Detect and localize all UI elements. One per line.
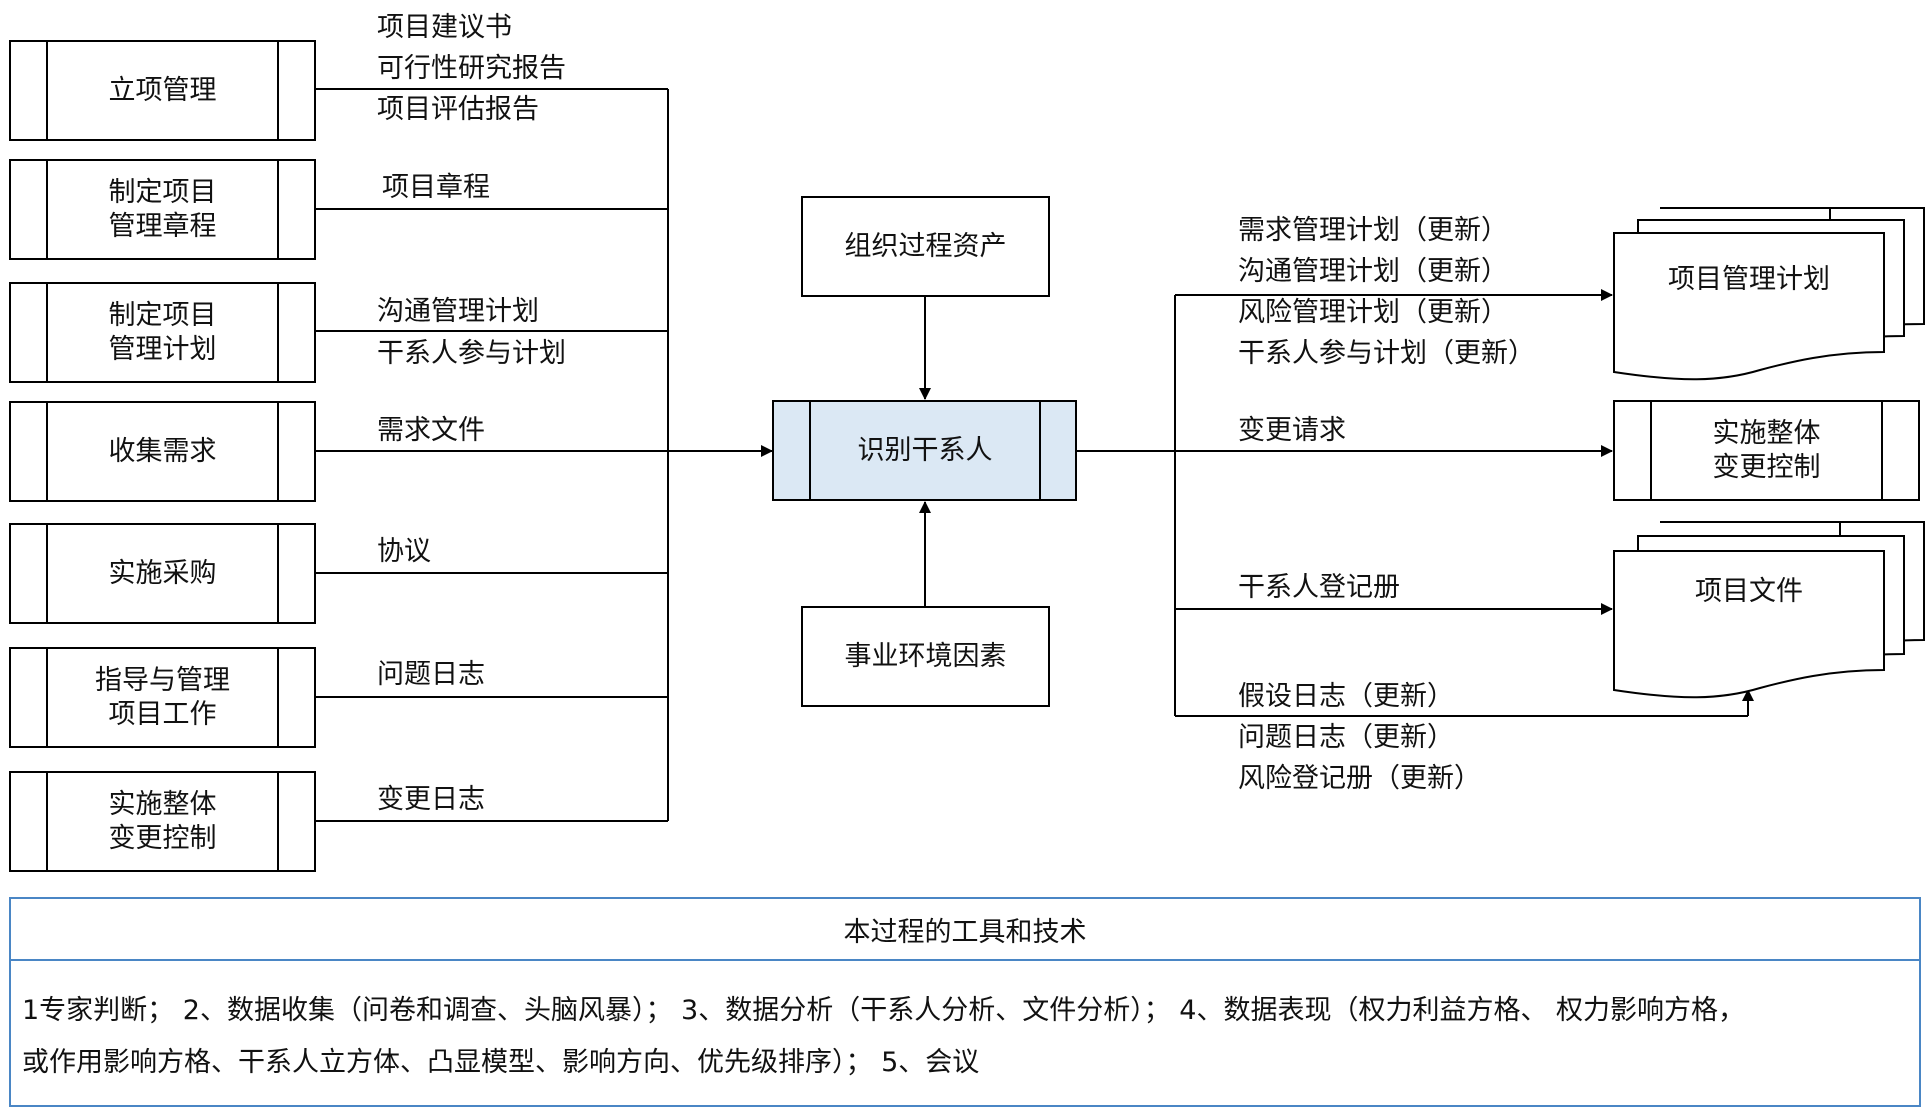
input-box-direct-manage: 指导与管理项目工作 bbox=[47, 648, 278, 747]
input-label: 问题日志 bbox=[377, 659, 485, 690]
box-label: 立项管理 bbox=[108, 74, 217, 106]
tools-line-2: 或作用影响方格、干系人立方体、凸显模型、影响方向、优先级排序）； 5、会议 bbox=[22, 1047, 980, 1078]
input-label: 协议 bbox=[377, 536, 431, 567]
env-factors-label: 事业环境因素 bbox=[844, 640, 1007, 672]
docs-document-stack bbox=[1613, 521, 1925, 699]
process-identify-stakeholders: 识别干系人 bbox=[810, 401, 1040, 500]
org-assets-frame bbox=[801, 196, 1050, 297]
process-label: 识别干系人 bbox=[857, 434, 993, 466]
output-project-docs: 项目文件 bbox=[1614, 562, 1884, 622]
input-box-change-control: 实施整体变更控制 bbox=[47, 772, 278, 871]
input-label: 项目评估报告 bbox=[377, 94, 539, 125]
pm-plan-label: 项目管理计划 bbox=[1668, 264, 1830, 295]
env-factors-frame bbox=[801, 606, 1050, 707]
input-label: 变更日志 bbox=[377, 784, 485, 815]
output-connectors bbox=[1076, 289, 1754, 717]
output-label: 干系人登记册 bbox=[1238, 572, 1400, 603]
box-label-line2: 项目工作 bbox=[108, 698, 217, 730]
box-label-line2: 管理计划 bbox=[108, 333, 217, 365]
box-label-line2: 变更控制 bbox=[108, 822, 217, 854]
tools-title: 本过程的工具和技术 bbox=[843, 916, 1087, 948]
output-label: 干系人参与计划（更新） bbox=[1238, 338, 1535, 369]
box-label-line2: 变更控制 bbox=[1712, 451, 1821, 483]
input-label: 需求文件 bbox=[377, 415, 485, 446]
change-control-frame bbox=[1613, 400, 1920, 501]
enterprise-env-factors: 事业环境因素 bbox=[802, 607, 1049, 706]
org-assets-label: 组织过程资产 bbox=[844, 230, 1007, 262]
output-label: 变更请求 bbox=[1238, 415, 1346, 446]
output-pm-plan: 项目管理计划 bbox=[1614, 250, 1884, 310]
input-connectors bbox=[315, 88, 773, 822]
tools-body: 1专家判断； 2、数据收集（问卷和调查、头脑风暴）； 3、数据分析（干系人分析、… bbox=[22, 985, 1912, 1089]
docs-label: 项目文件 bbox=[1695, 576, 1803, 607]
output-label: 风险登记册（更新） bbox=[1238, 763, 1481, 794]
box-label: 实施采购 bbox=[108, 557, 217, 589]
input-label: 沟通管理计划 bbox=[377, 296, 539, 327]
input-label: 可行性研究报告 bbox=[377, 53, 566, 84]
box-label-line2: 管理章程 bbox=[108, 210, 217, 242]
input-label: 项目章程 bbox=[382, 172, 490, 203]
box-label-line1: 制定项目 bbox=[108, 299, 217, 331]
box-label-line1: 制定项目 bbox=[108, 176, 217, 208]
process-frame bbox=[772, 400, 1077, 501]
box-label-line1: 实施整体 bbox=[1712, 417, 1821, 449]
input-box-charter: 制定项目管理章程 bbox=[47, 160, 278, 259]
input-label: 项目建议书 bbox=[377, 12, 512, 43]
input-box-initiation: 立项管理 bbox=[47, 41, 278, 140]
input-box-frames bbox=[9, 40, 316, 872]
tools-frame bbox=[9, 897, 1921, 1107]
input-label: 干系人参与计划 bbox=[377, 338, 566, 369]
box-label-line1: 指导与管理 bbox=[95, 664, 230, 696]
output-label: 假设日志（更新） bbox=[1238, 681, 1454, 712]
output-label: 风险管理计划（更新） bbox=[1238, 297, 1508, 328]
output-label: 问题日志（更新） bbox=[1238, 722, 1454, 753]
output-change-control: 实施整体变更控制 bbox=[1651, 401, 1882, 500]
input-box-pm-plan: 制定项目管理计划 bbox=[47, 283, 278, 382]
box-label: 收集需求 bbox=[108, 435, 217, 467]
org-process-assets: 组织过程资产 bbox=[802, 197, 1049, 296]
output-label: 沟通管理计划（更新） bbox=[1238, 256, 1508, 287]
input-box-procurement: 实施采购 bbox=[47, 524, 278, 623]
input-box-requirements: 收集需求 bbox=[47, 402, 278, 501]
plan-document-stack bbox=[1613, 207, 1925, 381]
box-label-line1: 实施整体 bbox=[108, 788, 217, 820]
tools-line-1: 1专家判断； 2、数据收集（问卷和调查、头脑风暴）； 3、数据分析（干系人分析、… bbox=[22, 995, 1746, 1026]
output-label: 需求管理计划（更新） bbox=[1238, 215, 1508, 246]
